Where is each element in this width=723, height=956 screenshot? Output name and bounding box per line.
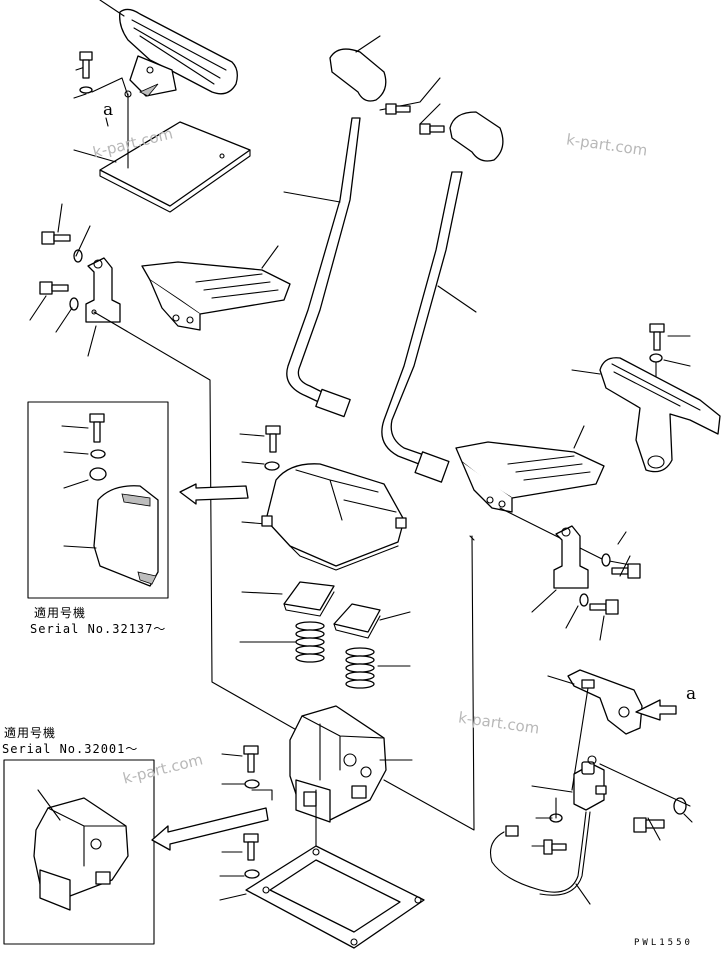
bolt (79, 51, 93, 79)
bolt (543, 839, 567, 855)
support-bracket (599, 357, 721, 473)
bolt (633, 817, 665, 833)
cover-housing (93, 485, 159, 587)
inset2-label-serial: Serial No.32001～ (2, 742, 139, 756)
hinge-bracket (85, 257, 121, 323)
washer (264, 461, 280, 471)
washer (579, 593, 589, 607)
gasket-plate (245, 845, 425, 949)
foot-pedal (141, 245, 291, 331)
lever-knob (449, 111, 504, 162)
washer (73, 249, 83, 263)
foot-pedal (455, 425, 605, 513)
bolt (611, 563, 641, 579)
inset-frame-1 (27, 401, 169, 599)
bolt (89, 413, 105, 443)
inset1-label-jp: 適用号機 (34, 606, 87, 620)
bolt (419, 123, 445, 135)
top-pedal-arm (99, 0, 238, 98)
pedal-pad (99, 121, 251, 207)
bolt (243, 833, 259, 861)
pilot-valve-body (289, 705, 387, 823)
switch-bracket (567, 669, 643, 735)
washer (90, 449, 106, 459)
spring-seat (283, 581, 335, 617)
drawing-code: PWL1550 (634, 938, 693, 948)
bolt (265, 425, 281, 453)
coil-spring (345, 647, 375, 689)
washer (69, 297, 79, 311)
callout-a-right: a (686, 684, 697, 704)
direction-arrow (635, 699, 677, 721)
washer (244, 869, 260, 879)
bolt (385, 103, 411, 115)
control-lever-rod (381, 171, 477, 483)
coil-spring (295, 621, 325, 663)
bolt (649, 323, 665, 351)
hinge-bracket (553, 525, 589, 589)
control-lever-rod (283, 117, 361, 418)
bolt (39, 281, 69, 295)
washer (79, 86, 93, 94)
pointer-arrow (151, 807, 269, 851)
pilot-valve-body (33, 797, 129, 911)
inset-frame-2 (3, 759, 155, 945)
pointer-arrow (179, 483, 249, 505)
inset1-label-serial: Serial No.32137～ (30, 622, 167, 636)
bolt (243, 745, 259, 773)
bolt (589, 599, 619, 615)
washer (601, 553, 611, 567)
wire-harness (489, 811, 587, 893)
limit-switch (573, 755, 607, 811)
bolt (41, 231, 71, 245)
valve-cover (261, 463, 407, 571)
connector (505, 825, 519, 837)
washer (89, 467, 107, 481)
lever-knob (329, 48, 387, 102)
washer (244, 779, 260, 789)
washer (673, 797, 687, 815)
callout-a-top: a (103, 100, 114, 120)
washer (649, 353, 663, 363)
inset2-label-jp: 適用号機 (4, 726, 57, 740)
spring-seat (333, 603, 381, 639)
